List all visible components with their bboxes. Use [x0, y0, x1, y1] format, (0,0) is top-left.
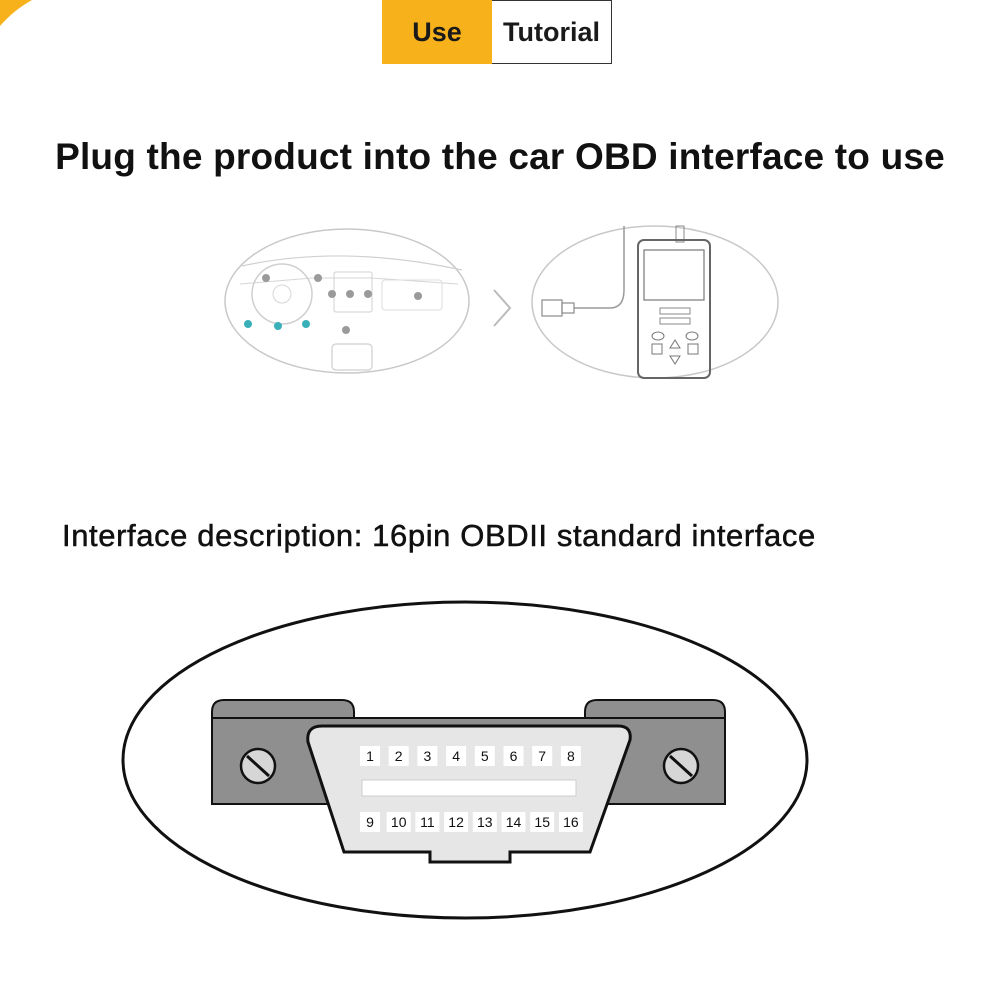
- pin-box: [417, 746, 438, 766]
- pin-label: 4: [452, 748, 460, 764]
- pin-label: 14: [506, 814, 522, 830]
- pin-box: [388, 746, 409, 766]
- pin-label: 15: [534, 814, 550, 830]
- pins-bottom-row: 9 10 11 12 13 14 15 16: [360, 812, 583, 832]
- car-dashboard-illustration: [224, 228, 470, 374]
- interface-description: Interface description: 16pin OBDII stand…: [62, 518, 816, 554]
- pin-label: 6: [510, 748, 518, 764]
- pin-box: [386, 812, 411, 832]
- pin-box: [503, 746, 524, 766]
- tab-use[interactable]: Use: [382, 0, 492, 64]
- pin-box: [360, 812, 380, 832]
- connector-divider-bar: [361, 779, 577, 797]
- pin-label: 11: [420, 814, 435, 830]
- pin-label: 7: [538, 748, 546, 764]
- pin-label: 8: [567, 748, 575, 764]
- pin-label: 2: [395, 748, 403, 764]
- page-title: Plug the product into the car OBD interf…: [55, 136, 945, 177]
- pin-label: 3: [424, 748, 432, 764]
- pin-box: [472, 812, 497, 832]
- pin-label: 12: [448, 814, 464, 830]
- pin-label: 9: [366, 814, 374, 830]
- pin-box: [501, 812, 526, 832]
- pin-label: 10: [391, 814, 407, 830]
- obd-scanner-illustration: [531, 225, 779, 379]
- pin-box: [444, 812, 469, 832]
- tab-bar: Use Tutorial: [382, 0, 612, 64]
- pin-label: 1: [366, 748, 374, 764]
- pin-box: [560, 746, 581, 766]
- pins-top-row: 1 2 3 4 5 6 7 8: [360, 746, 581, 766]
- pin-box: [474, 746, 495, 766]
- pin-box: [530, 812, 555, 832]
- pin-label: 16: [563, 814, 579, 830]
- pin-label: 13: [477, 814, 493, 830]
- chevron-right-icon: [493, 289, 512, 327]
- pin-box: [446, 746, 467, 766]
- pin-box: [532, 746, 553, 766]
- tab-tutorial[interactable]: Tutorial: [492, 0, 612, 64]
- pin-box: [415, 812, 440, 832]
- right-screw-icon: [662, 747, 700, 785]
- pin-box: [558, 812, 583, 832]
- pin-label: 5: [481, 748, 489, 764]
- left-screw-icon: [239, 747, 277, 785]
- corner-accent: [0, 0, 32, 26]
- pin-box: [360, 746, 380, 766]
